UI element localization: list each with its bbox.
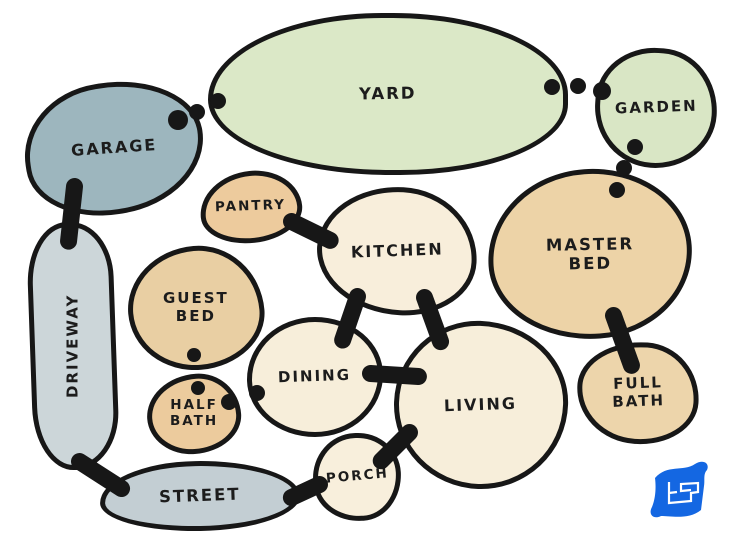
connection-dot-yard-garden [544,79,560,95]
room-label-line: DRIVEWAY [63,293,82,399]
blueprint-logo-icon [650,461,708,518]
connection-link-dining-living [360,363,427,386]
room-label-line: BATH [169,413,219,430]
room-label-line: BED [175,307,217,325]
room-label-living: LIVING [444,393,518,415]
room-garden: GARDEN [590,43,722,173]
room-label-street: STREET [159,485,241,507]
room-living: LIVING [391,318,571,492]
room-label-line: YARD [359,83,417,104]
room-label-pantry: PANTRY [215,196,287,216]
room-label-garage: GARAGE [70,134,158,161]
connection-dot-garden-master_bed [616,160,632,176]
room-label-line: BED [568,253,613,274]
blueprint-sheet [650,461,708,518]
room-label-line: GUEST [163,289,229,308]
room-label-line: STREET [158,484,242,507]
connection-dot-garage-yard [189,104,205,120]
room-label-line: BATH [611,391,665,411]
connection-dot-garage-yard [168,110,188,130]
connection-dot-guest_bed-half_bath [187,348,201,362]
connection-dot-half_bath-dining [249,385,265,401]
room-driveway: DRIVEWAY [25,220,121,472]
room-label-kitchen: KITCHEN [350,238,444,262]
room-kitchen: KITCHEN [313,182,481,320]
room-pantry: PANTRY [196,165,306,249]
room-label-line: PANTRY [215,196,287,216]
connection-dot-garden-master_bed [609,182,625,198]
connection-dot-garden-master_bed [627,139,643,155]
connection-dot-yard-garden [593,82,611,100]
room-garage: GARAGE [14,68,214,228]
room-label-line: MASTER [545,233,635,255]
connection-dot-guest_bed-half_bath [191,381,205,395]
room-label-yard: YARD [359,84,417,104]
connection-dot-yard-garden [570,78,586,94]
blueprint-plan-lines [667,481,700,505]
room-label-line: GARAGE [70,134,158,160]
connection-dot-garage-yard [210,93,226,109]
room-label-line: HALF [170,397,218,414]
connection-dot-half_bath-dining [221,394,237,410]
room-label-line: GARDEN [614,96,698,118]
room-label-driveway: DRIVEWAY [63,293,82,399]
room-label-line: KITCHEN [350,238,444,262]
room-label-garden: GARDEN [614,96,698,119]
room-label-line: DINING [278,365,352,387]
room-label-line: LIVING [444,393,518,415]
room-yard: YARD [208,13,568,175]
room-street: STREET [99,459,301,533]
room-label-dining: DINING [278,365,352,387]
